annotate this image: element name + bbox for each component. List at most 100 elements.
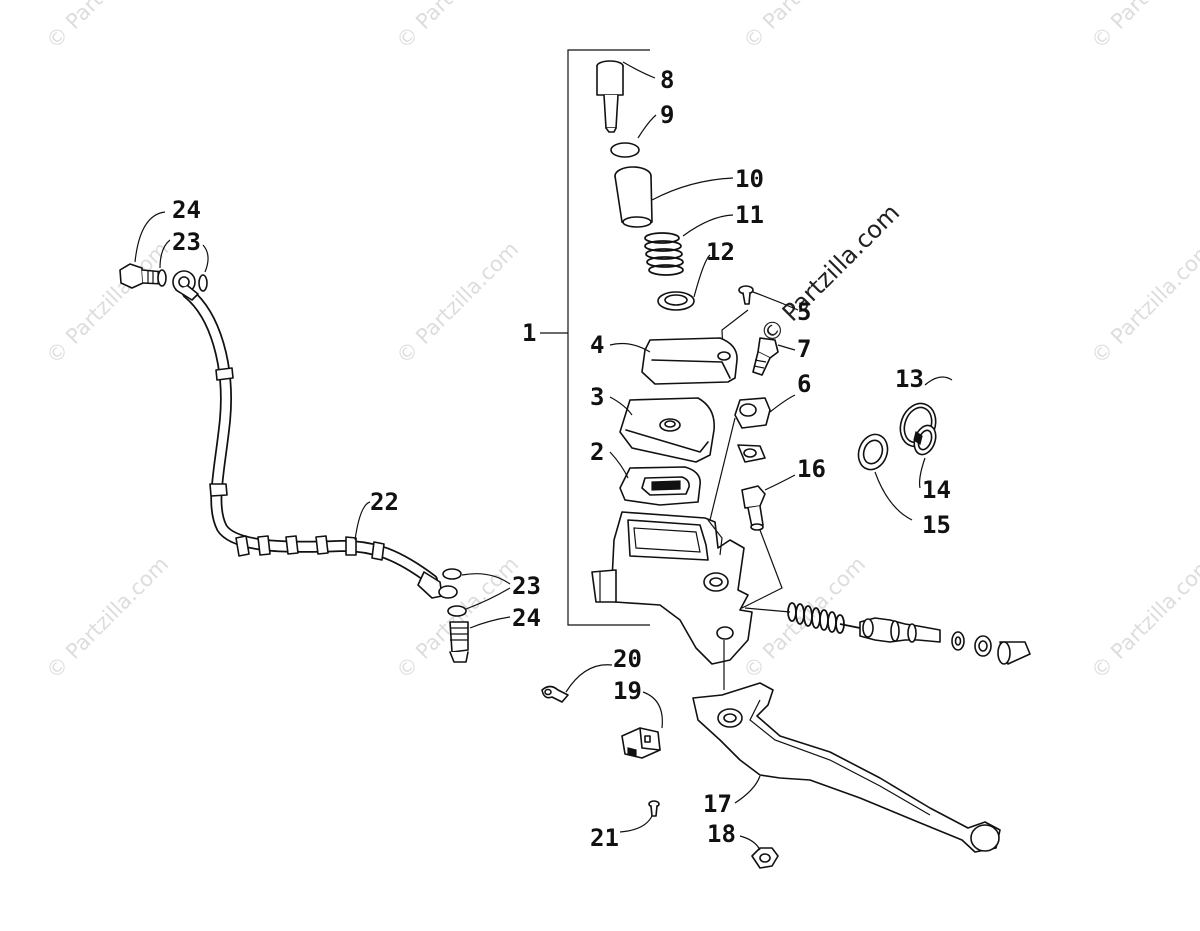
watermark: © Partzilla.com	[739, 0, 871, 54]
part-piston	[859, 617, 941, 643]
leader-line	[609, 342, 651, 353]
watermark: © Partzilla.com	[1087, 0, 1200, 54]
part-23-washer-left-2	[198, 274, 208, 292]
leader-line	[739, 835, 761, 851]
leader-line	[924, 376, 953, 386]
callout-16: 16	[797, 455, 826, 483]
part-master-cylinder-body	[591, 511, 753, 665]
part-piston-seal-1	[951, 631, 965, 651]
callout-19: 19	[613, 677, 642, 705]
leader-line	[764, 474, 796, 491]
leader-line	[769, 394, 796, 413]
part-17-lever	[692, 682, 1001, 853]
leader-line	[461, 573, 511, 585]
part-21-screw	[648, 800, 660, 817]
callout-7: 7	[797, 335, 811, 363]
callout-6: 6	[797, 370, 811, 398]
leader-line	[752, 291, 799, 311]
leader-line	[202, 244, 209, 273]
leader-line	[651, 177, 734, 201]
part-23-washer-left	[157, 269, 167, 287]
part-24-banjo-bolt-right	[449, 621, 469, 663]
part-piston-spring	[787, 602, 861, 634]
callout-14: 14	[922, 476, 951, 504]
watermark-prominent: © Partzilla.com	[754, 198, 905, 349]
leader-line	[609, 451, 629, 479]
callout-22: 22	[370, 488, 399, 516]
leader-line	[642, 691, 663, 729]
part-18-nut	[751, 847, 779, 869]
watermark: © Partzilla.com	[1087, 237, 1200, 369]
watermark: © Partzilla.com	[1087, 552, 1200, 684]
callout-3: 3	[590, 383, 604, 411]
part-hose-banjo-right	[417, 571, 458, 599]
leader-line	[918, 457, 926, 489]
callout-23: 23	[512, 572, 541, 600]
part-3-plate	[619, 397, 715, 463]
leader-line	[741, 529, 783, 609]
callout-18: 18	[707, 820, 736, 848]
part-piston-seal-2	[974, 635, 992, 657]
leader-line	[874, 471, 913, 521]
part-23-washer-right	[442, 568, 462, 580]
part-9-clip	[610, 142, 640, 158]
part-14-circlip	[913, 424, 937, 456]
leader-line	[682, 214, 734, 237]
leader-line	[469, 616, 511, 629]
callout-8: 8	[660, 66, 674, 94]
leader-line	[465, 587, 511, 610]
leader-line	[744, 607, 791, 613]
leader-line	[134, 211, 166, 263]
leader-line	[637, 114, 657, 139]
callout-1: 1	[522, 319, 536, 347]
leader-line	[734, 775, 761, 804]
watermark: © Partzilla.com	[392, 237, 524, 369]
callout-15: 15	[922, 511, 951, 539]
watermark: © Partzilla.com	[42, 237, 174, 369]
part-15-washer	[857, 433, 889, 471]
part-5-screw	[738, 285, 754, 305]
part-8-plunger	[596, 60, 624, 133]
callout-4: 4	[590, 331, 604, 359]
part-piston-boot	[997, 641, 1031, 665]
part-12-washer	[657, 291, 695, 311]
callout-5: 5	[797, 298, 811, 326]
part-6-clamp	[734, 397, 771, 463]
callout-9: 9	[660, 101, 674, 129]
leader-line	[777, 344, 796, 351]
part-16-bolt	[741, 485, 766, 531]
part-4-cap	[641, 337, 738, 385]
callout-2: 2	[590, 438, 604, 466]
part-11-spring	[644, 232, 684, 276]
part-23-washer-right-2	[447, 605, 467, 617]
leader-line	[565, 664, 613, 693]
part-7-bolt	[752, 337, 779, 376]
part-20-clip	[541, 685, 569, 703]
part-22-hose	[182, 287, 438, 586]
part-hose-banjo-left	[172, 270, 199, 301]
leader-line	[709, 417, 736, 521]
callout-13: 13	[895, 365, 924, 393]
callout-11: 11	[735, 201, 764, 229]
callout-17: 17	[703, 790, 732, 818]
callout-10: 10	[735, 165, 764, 193]
assembly-bracket	[567, 49, 650, 626]
callout-12: 12	[706, 238, 735, 266]
leader-line	[619, 815, 653, 833]
leader-line	[609, 396, 633, 416]
leader-line	[354, 501, 371, 541]
watermark: © Partzilla.com	[42, 552, 174, 684]
callout-21: 21	[590, 824, 619, 852]
callout-labels: 1 2 3 4 5 6 7 8 9 10 11 12 13 14 15 16 1…	[172, 66, 951, 852]
callout-24: 24	[512, 604, 541, 632]
part-2-gasket	[619, 466, 702, 506]
watermark: © Partzilla.com	[392, 0, 524, 54]
callout-20: 20	[613, 645, 642, 673]
part-10-boot	[614, 166, 653, 228]
leader-line	[622, 61, 656, 79]
leader-line	[693, 254, 711, 298]
watermark: © Partzilla.com	[42, 0, 174, 54]
callout-24: 24	[172, 196, 201, 224]
leader-line	[159, 239, 171, 269]
